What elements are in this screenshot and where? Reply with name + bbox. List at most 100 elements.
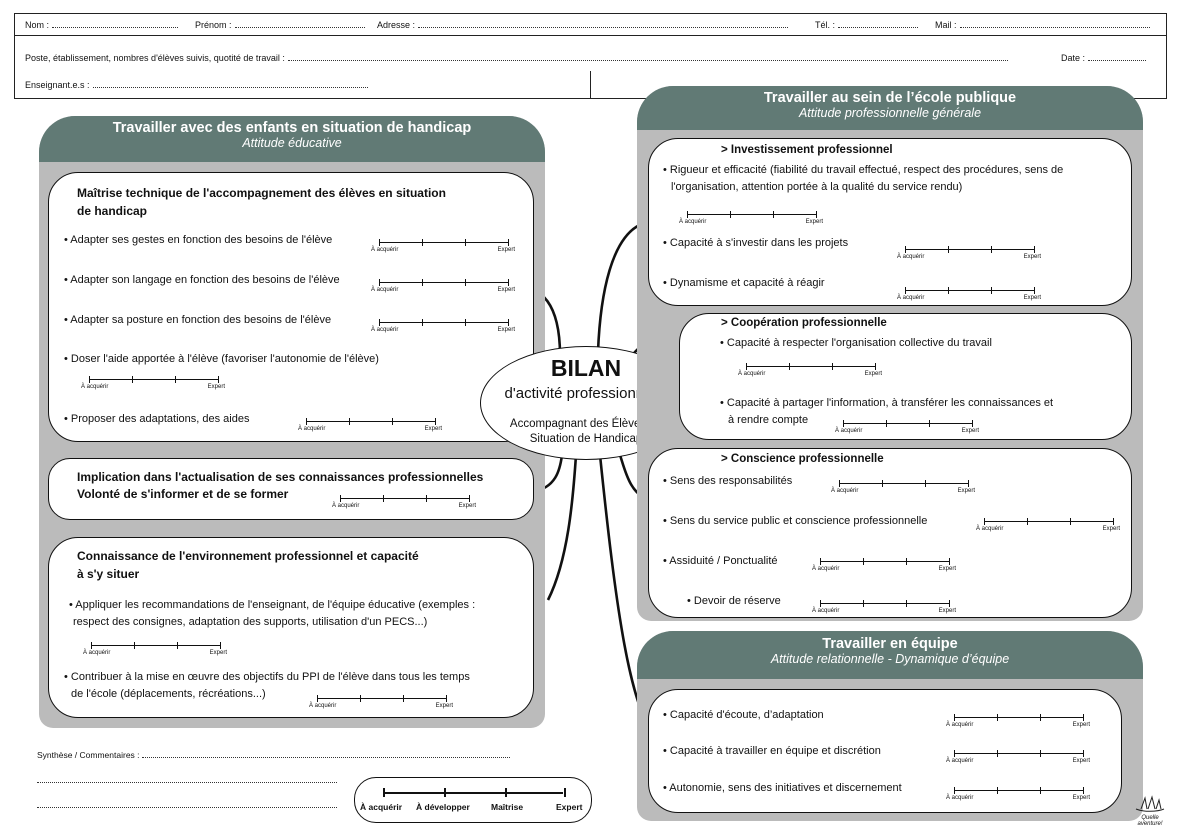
scale-tick[interactable] [360,695,362,702]
mail-field[interactable]: Mail : [935,20,1150,30]
synthese-line-2[interactable] [37,775,337,785]
scale-tick[interactable] [465,319,467,326]
scale-tick[interactable] [882,480,884,487]
scale-tick[interactable] [1027,518,1029,525]
scale-tick[interactable] [820,600,822,607]
scale-tick[interactable] [1083,787,1085,794]
scale-tick[interactable] [1040,787,1042,794]
scale-tick[interactable] [132,376,134,383]
prenom-field[interactable]: Prénom : [195,20,365,30]
scale-tick[interactable] [991,287,993,294]
synthese-line-3[interactable] [37,800,337,810]
scale-tick[interactable] [175,376,177,383]
scale-tick[interactable] [218,376,220,383]
scale-tick[interactable] [1040,750,1042,757]
scale-tick[interactable] [816,211,818,218]
scale-tick[interactable] [379,319,381,326]
scale-tick[interactable] [435,418,437,425]
scale-tick[interactable] [220,642,222,649]
scale-tick[interactable] [508,239,510,246]
scale-tick[interactable] [1113,518,1115,525]
scale-tick[interactable] [905,246,907,253]
scale-tick[interactable] [925,480,927,487]
scale-tick[interactable] [875,363,877,370]
scale-tick[interactable] [469,495,471,502]
scale-tick[interactable] [687,211,689,218]
scale-tick[interactable] [177,642,179,649]
scale-tick[interactable] [383,495,385,502]
scale-tick[interactable] [991,246,993,253]
poste-field[interactable]: Poste, établissement, nombres d'élèves s… [25,53,1008,63]
scale-tick[interactable] [340,495,342,502]
scale-tick[interactable] [954,787,956,794]
scale-tick[interactable] [863,558,865,565]
scale-tick[interactable] [134,642,136,649]
scale-tick[interactable] [832,363,834,370]
scale-tick[interactable] [1034,287,1036,294]
scale-tick[interactable] [839,480,841,487]
enseignant-field[interactable]: Enseignant.e.s : [25,80,368,90]
scale-tick[interactable] [789,363,791,370]
scale-tick[interactable] [948,287,950,294]
scale-tick[interactable] [1083,714,1085,721]
scale-tick[interactable] [465,239,467,246]
scale-tick[interactable] [1040,714,1042,721]
scale-tick[interactable] [948,246,950,253]
scale-tick[interactable] [984,518,986,525]
scale-tick[interactable] [968,480,970,487]
date-field[interactable]: Date : [1061,53,1147,63]
scale-tick[interactable] [379,239,381,246]
scale-tick[interactable] [1034,246,1036,253]
scale-tick[interactable] [379,279,381,286]
scale-tick[interactable] [403,695,405,702]
scale-tick[interactable] [954,750,956,757]
scale-tick[interactable] [1083,750,1085,757]
scale-tick[interactable] [997,714,999,721]
scale-tick[interactable] [843,420,845,427]
scale-tick[interactable] [1070,518,1072,525]
scale-tick[interactable] [886,420,888,427]
scale-tick[interactable] [91,642,93,649]
scale-tick[interactable] [820,558,822,565]
scale-tick[interactable] [422,279,424,286]
scale-tick[interactable] [773,211,775,218]
nom-field[interactable]: Nom : [25,20,179,30]
scale-tick[interactable] [746,363,748,370]
scale-tick[interactable] [349,418,351,425]
scale-tick[interactable] [906,558,908,565]
scale-tick[interactable] [508,319,510,326]
scale-tick[interactable] [954,714,956,721]
tel-field[interactable]: Tél. : [815,20,919,30]
scale-tick[interactable] [730,211,732,218]
scale-tick[interactable] [949,558,951,565]
scale-tick[interactable] [392,418,394,425]
scale-tick[interactable] [422,319,424,326]
scale-tick[interactable] [317,695,319,702]
scale-tick[interactable] [905,287,907,294]
scale-tick[interactable] [863,600,865,607]
scale-tick[interactable] [997,750,999,757]
scale-tick[interactable] [426,495,428,502]
scale-tick[interactable] [446,695,448,702]
scale-tick[interactable] [306,418,308,425]
scale-tick[interactable] [972,420,974,427]
